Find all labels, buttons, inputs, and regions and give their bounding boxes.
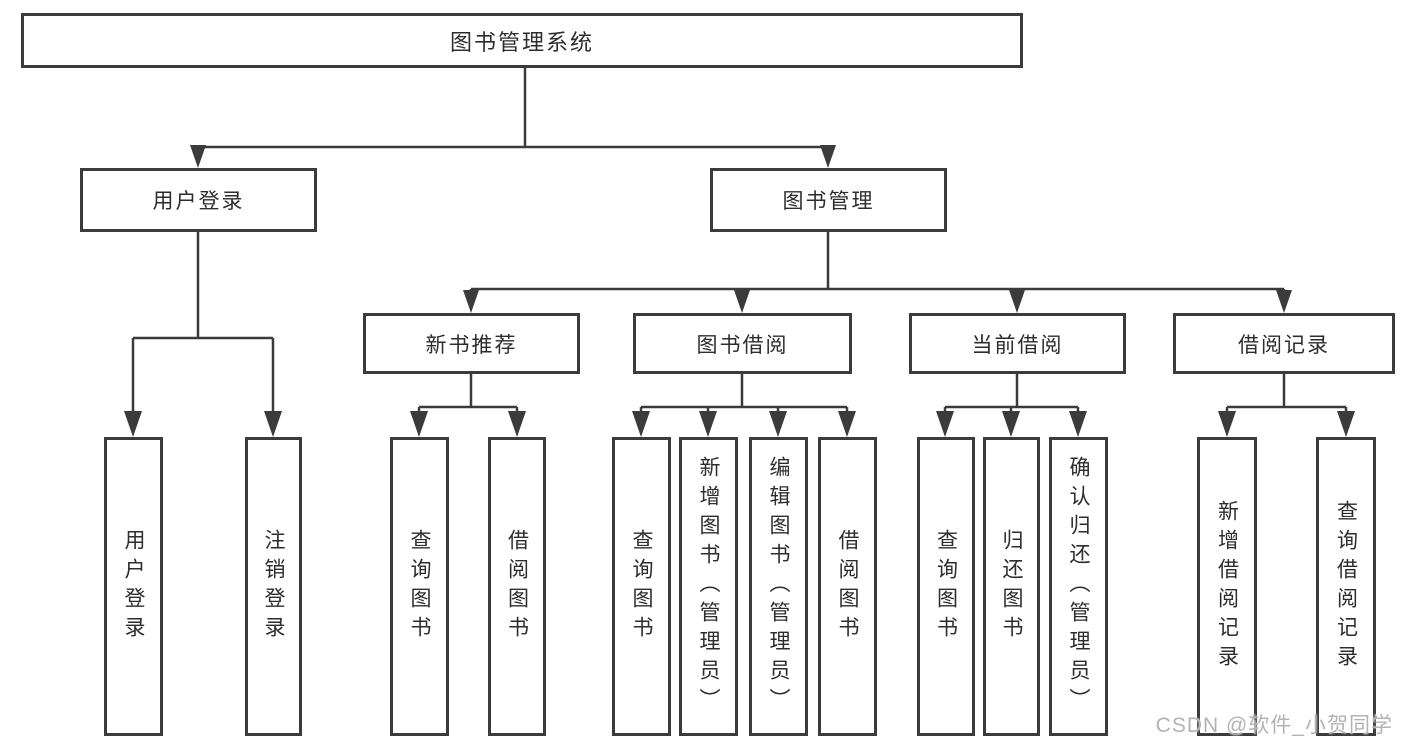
leaf-add-borrow-record: 新增借阅记录 [1197,437,1257,736]
leaf-borrow-books-recommend: 借阅图书 [488,437,546,736]
node-label: 查询图书 [934,528,958,645]
node-label: 确认归还（管理员） [1067,456,1090,717]
connector-bookmgmt-to-level3 [469,232,1286,303]
node-label: 借阅记录 [1238,333,1330,357]
leaf-query-borrow-record: 查询借阅记录 [1316,437,1376,736]
connector-borrow-to-leaves [639,374,849,424]
leaf-query-books-current: 查询图书 [917,437,975,736]
leaf-borrow-books: 借阅图书 [818,437,877,736]
node-label: 图书管理系统 [449,29,594,55]
node-label: 新书推荐 [425,333,518,357]
watermark: CSDN @软件_小贺同学 [1155,714,1393,737]
node-user-login: 用户登录 [80,168,317,232]
node-label: 查询图书 [408,528,431,645]
node-label: 用户登录 [122,528,145,645]
node-borrow-records: 借阅记录 [1173,313,1395,374]
leaf-return-books: 归还图书 [983,437,1040,736]
node-current-borrow: 当前借阅 [909,313,1126,374]
leaf-add-books-admin: 新增图书（管理员） [679,437,738,736]
leaf-confirm-return-admin: 确认归还（管理员） [1049,437,1108,736]
node-label: 注销登录 [262,528,285,645]
leaf-edit-books-admin: 编辑图书（管理员） [749,437,808,736]
node-label: 图书管理 [782,190,875,213]
leaf-user-login: 用户登录 [104,437,163,736]
node-label: 编辑图书（管理员） [767,456,790,717]
node-label: 新增借阅记录 [1215,499,1239,674]
node-book-borrow: 图书借阅 [633,313,852,374]
node-label: 借阅图书 [836,528,859,645]
node-label: 图书借阅 [696,333,789,357]
connector-records-to-leaves [1225,374,1348,424]
node-root-system: 图书管理系统 [21,13,1023,68]
connector-userlogin-to-leaves [131,232,275,424]
arrowheads [124,145,1355,437]
node-label: 归还图书 [1000,528,1023,645]
node-label: 查询借阅记录 [1334,499,1358,674]
leaf-logout: 注销登录 [245,437,302,736]
node-label: 借阅图书 [505,528,529,645]
leaf-query-books-recommend: 查询图书 [390,437,449,736]
node-label: 当前借阅 [971,333,1064,357]
node-label: 新增图书（管理员） [697,456,720,717]
node-label: 用户登录 [152,190,245,213]
leaf-query-books-borrow: 查询图书 [612,437,671,736]
connector-newbook-to-leaves [417,374,519,424]
connector-root-to-level2 [196,68,830,160]
node-new-book-recommend: 新书推荐 [363,313,580,374]
node-label: 查询图书 [630,528,653,645]
node-book-management: 图书管理 [710,168,947,232]
